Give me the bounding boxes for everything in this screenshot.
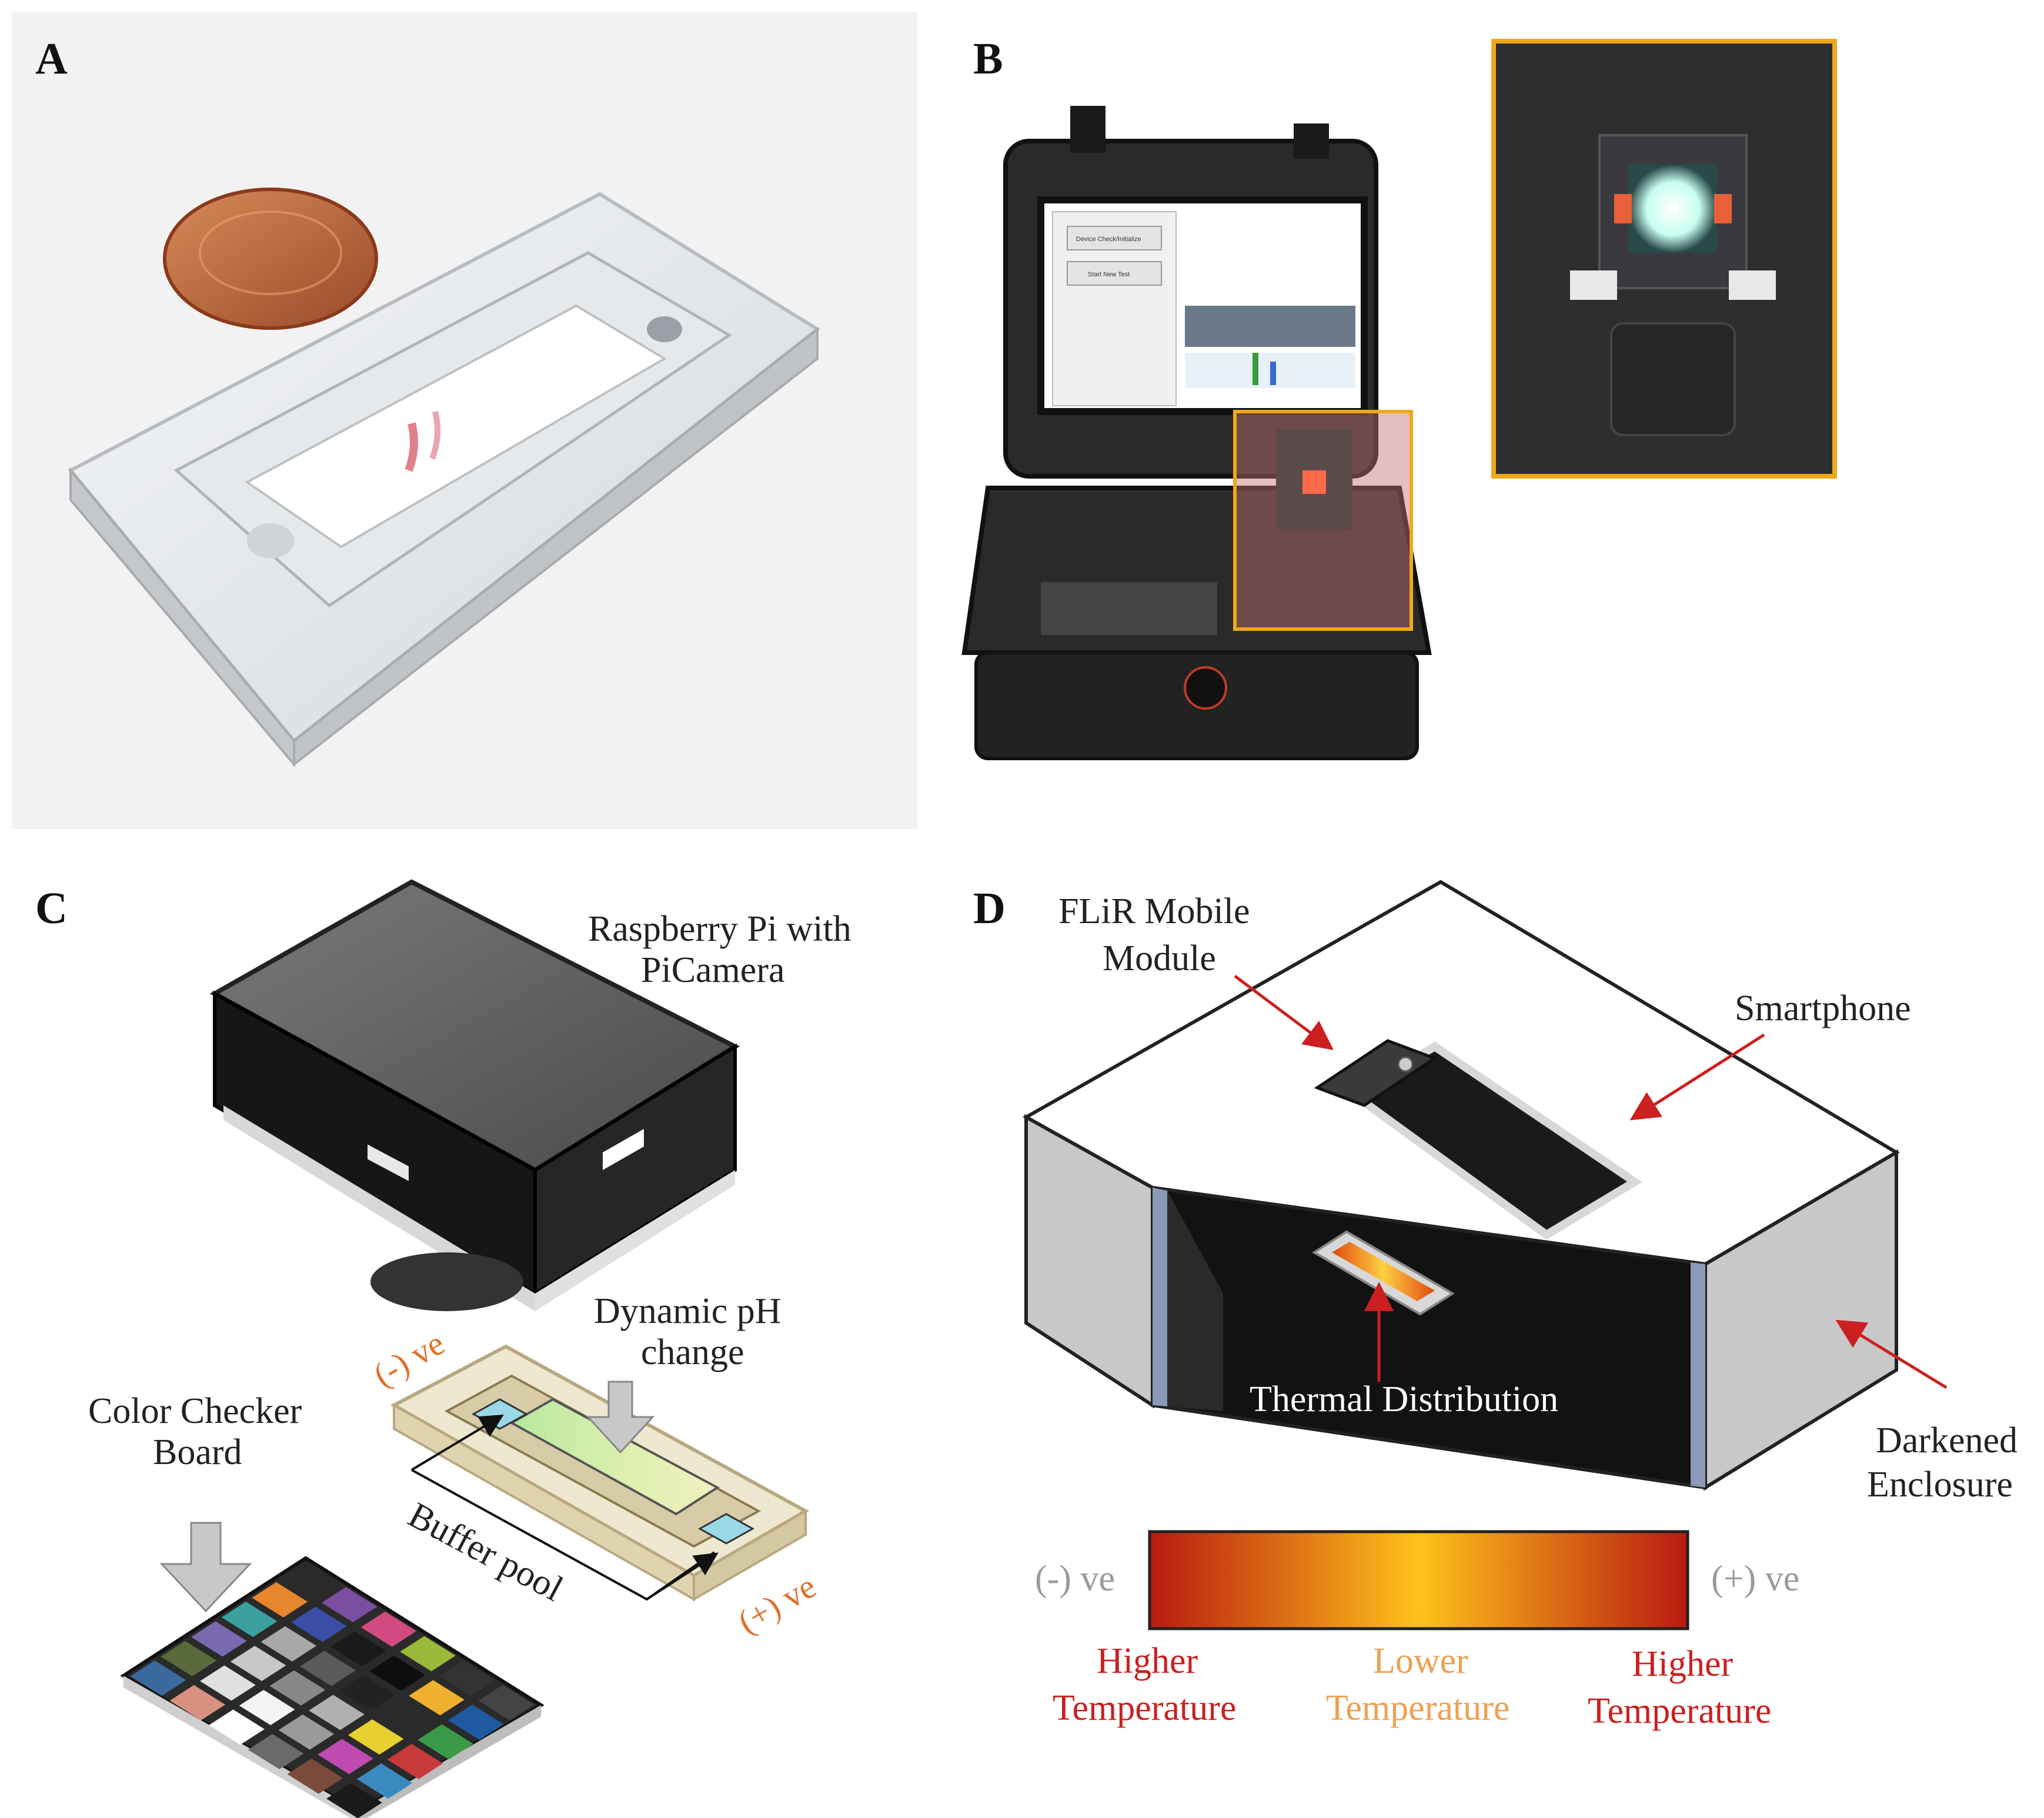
color-checker-cell [282, 1562, 338, 1598]
panel-c: C Raspberry Pi with PiCamera Dynamic pH … [35, 879, 851, 1818]
color-checker-cell [409, 1680, 465, 1716]
color-checker-cell [447, 1705, 504, 1740]
color-checker-cell [130, 1660, 186, 1696]
color-checker-cell [248, 1734, 304, 1770]
color-checker-arrow [159, 1522, 252, 1613]
svg-text:Start New Test: Start New Test [1088, 271, 1130, 278]
hdmi-port [603, 1129, 644, 1170]
color-checker-cell [278, 1714, 335, 1750]
color-checker-cell [321, 1587, 378, 1623]
color-checker-cell [418, 1724, 473, 1760]
smartphone-arrow [1629, 1033, 1765, 1121]
color-checker-cell [318, 1739, 373, 1774]
test-strip [245, 304, 667, 549]
cartridge-positive-label: (+) ve [732, 1567, 822, 1642]
usb-port [368, 1144, 409, 1181]
lower-temp-line2: Temperature [1326, 1688, 1509, 1728]
flir-label-line2: Module [1103, 938, 1216, 978]
higher-temp-right-line1: Higher [1632, 1644, 1734, 1684]
panel-d-letter: D [973, 884, 1006, 933]
thermal-distribution-label: Thermal Distribution [1250, 1379, 1558, 1419]
temperature-gradient-bar [1148, 1530, 1689, 1630]
lower-temp-line1: Lower [1373, 1641, 1468, 1681]
raspberry-pi-label-line2: PiCamera [641, 950, 785, 990]
color-checker-cell [356, 1763, 413, 1799]
panel-c-letter: C [35, 884, 68, 933]
gradient-negative-label: (-) ve [1035, 1559, 1115, 1599]
start-new-test-button[interactable] [1067, 261, 1162, 286]
color-checker-cell [326, 1783, 382, 1818]
color-checker-cell [309, 1695, 365, 1730]
enclosure-label-line1: Darkened [1876, 1421, 2018, 1461]
color-checker-cell [169, 1685, 226, 1720]
color-checker-cells [130, 1562, 535, 1818]
higher-temp-left-line1: Higher [1097, 1641, 1198, 1681]
color-checker-cell [348, 1719, 404, 1755]
color-checker-cell [221, 1602, 278, 1637]
cartridge-strip [509, 1398, 720, 1516]
higher-temp-left-line2: Temperature [1053, 1688, 1236, 1728]
color-checker-cell [339, 1675, 395, 1711]
color-checker-cell [439, 1660, 495, 1696]
illuminated-cartridge [1629, 165, 1717, 253]
color-checker-cell [230, 1646, 286, 1682]
panel-b-letter: B [973, 34, 1003, 83]
color-checker-cell [291, 1606, 347, 1642]
color-checker-cell [269, 1670, 326, 1706]
color-checker-cell [239, 1690, 295, 1726]
color-checker-cell [478, 1685, 535, 1720]
dynamic-ph-label-line2: change [641, 1332, 744, 1372]
panel-a-letter: A [35, 34, 68, 83]
color-checker-cell [378, 1699, 435, 1735]
color-checker-cell [287, 1758, 343, 1794]
smartphone-label: Smartphone [1735, 988, 1911, 1028]
flir-label-line1: FLiR Mobile [1058, 891, 1250, 931]
color-checker-cell [360, 1611, 417, 1647]
raspberry-pi-label-line1: Raspberry Pi with [588, 909, 851, 949]
color-checker-cell [161, 1640, 217, 1676]
gradient-positive-label: (+) ve [1711, 1559, 1799, 1599]
color-checker-cell [330, 1631, 386, 1667]
color-checker-label-line2: Board [153, 1432, 242, 1472]
svg-text:Device Check/Initialize: Device Check/Initialize [1076, 236, 1141, 243]
dynamic-ph-label-line1: Dynamic pH [594, 1291, 781, 1331]
color-checker-cell [191, 1621, 247, 1657]
color-checker-cell [200, 1665, 256, 1701]
color-checker-cell [260, 1626, 317, 1662]
thermal-chip-strip [1332, 1242, 1435, 1301]
panel-d: D FLiR Mobile Module Smartphone Thermal … [973, 880, 2018, 1731]
color-checker-cell [300, 1650, 356, 1686]
flir-arrow [1234, 975, 1334, 1050]
color-checker-cell [209, 1709, 265, 1745]
enclosure-arrow [1835, 1319, 1948, 1389]
ph-change-arrow [586, 1381, 655, 1454]
enclosure-label-line2: Enclosure [1867, 1465, 2013, 1505]
color-checker-cell [369, 1655, 426, 1691]
color-checker-cell [400, 1636, 456, 1672]
color-checker-cell [387, 1743, 443, 1779]
color-checker-label-line1: Color Checker [88, 1391, 302, 1431]
higher-temp-right-line2: Temperature [1588, 1691, 1771, 1731]
buffer-pool-right [697, 1513, 755, 1545]
device-check-button[interactable] [1067, 226, 1162, 250]
panel-a: A [12, 12, 917, 829]
penny-coin [163, 188, 378, 330]
color-checker-cell [252, 1582, 308, 1618]
panel-b: B Device Check/Initialize Start New Test [961, 34, 1837, 760]
